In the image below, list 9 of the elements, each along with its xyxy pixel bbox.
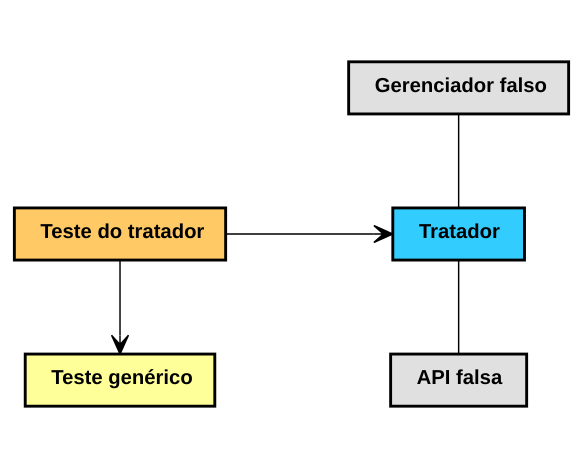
node-box: Gerenciador falso — [347, 60, 570, 115]
node-box: Teste genérico — [24, 352, 216, 408]
node-box: Teste do tratador — [12, 206, 228, 261]
arrow — [110, 260, 130, 354]
node-box: API falsa — [389, 352, 528, 408]
arrow — [226, 224, 394, 243]
connector — [458, 260, 460, 354]
connector — [458, 114, 460, 208]
node-box: Tratador — [391, 206, 526, 261]
